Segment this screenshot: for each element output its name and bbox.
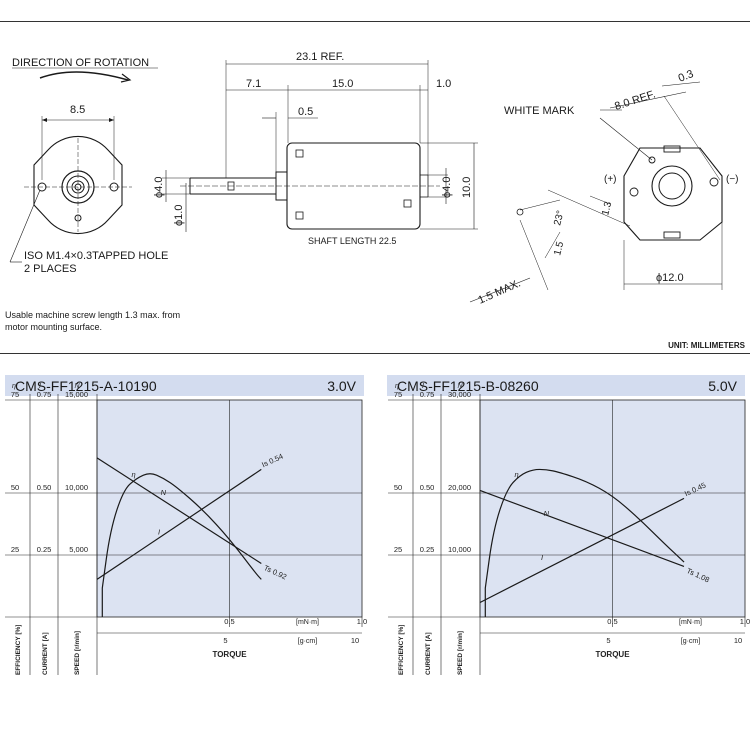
x-tick-g: 5 <box>606 636 610 645</box>
chart-header-left: CMS-FF1215-A-10190 3.0V <box>5 375 364 396</box>
axis-symbol-3: N <box>74 383 80 390</box>
rear-view <box>469 81 723 303</box>
dim-1-0: 1.0 <box>436 78 451 90</box>
dim-0-5: 0.5 <box>298 106 313 118</box>
hole-note-line1: ISO M1.4×0.3TAPPED HOLE <box>24 250 168 262</box>
x-tick-mn: 1.0 <box>357 617 367 626</box>
dim-15-0: 15.0 <box>332 78 353 90</box>
axis-symbol-2: I <box>422 383 424 390</box>
y-tick-label: 75 <box>11 390 19 399</box>
x-tick-g: 10 <box>351 636 359 645</box>
x-tick-mn: 1.0 <box>740 617 750 626</box>
white-mark-label: WHITE MARK <box>504 105 575 117</box>
y-tick-label: 5,000 <box>69 545 88 554</box>
y-tick-label: 50 <box>11 483 19 492</box>
series-label-current: I <box>541 553 543 562</box>
screw-note-line1: Usable machine screw length 1.3 max. fro… <box>5 310 181 320</box>
shaft-dia: ϕ4.0 <box>153 177 165 198</box>
x-unit-mn: [mN·m] <box>296 619 319 626</box>
shaft-length: SHAFT LENGTH 22.5 <box>308 236 396 246</box>
hole-note-line2: 2 PLACES <box>24 263 77 275</box>
series-label-current: I <box>158 528 160 537</box>
boss-dia: ϕ4.0 <box>441 177 453 198</box>
axis-symbol-1: η <box>395 383 399 390</box>
axis-label-3: SPEED [r/min] <box>457 631 464 675</box>
motor-dimension-drawing: DIRECTION OF ROTATION 8.5 ISO M1.4×0.3TA… <box>9 51 739 307</box>
chart-voltage-right: 5.0V <box>708 378 737 394</box>
series-label-efficiency: η <box>514 470 518 479</box>
series-label-speed: N <box>544 509 550 518</box>
x-unit-g: [g·cm] <box>298 638 318 645</box>
plus-terminal: (+) <box>604 174 617 185</box>
series-current-line <box>479 497 685 604</box>
series-label-speed: N <box>161 488 167 497</box>
series-current-line <box>96 468 262 580</box>
x-unit-mn: [mN·m] <box>679 619 702 626</box>
overall-length-dim: 23.1 REF. <box>296 51 344 63</box>
side-view <box>162 60 478 232</box>
x-tick-g: 10 <box>734 636 742 645</box>
axis-symbol-2: I <box>39 383 41 390</box>
rear-angle: 23° <box>552 209 566 226</box>
chart-header-right: CMS-FF1215-B-08260 5.0V <box>387 375 745 396</box>
y-tick-label: 25 <box>11 545 19 554</box>
body-height: 10.0 <box>461 177 473 198</box>
x-tick-g: 5 <box>223 636 227 645</box>
axis-label-1: EFFICIENCY [%] <box>398 625 405 675</box>
x-tick-mn: 0.5 <box>224 617 234 626</box>
series-label-efficiency: η <box>131 470 135 479</box>
axis-label-1: EFFICIENCY [%] <box>15 625 22 675</box>
y-tick-label: 0.25 <box>420 545 435 554</box>
y-tick-label: 10,000 <box>65 483 88 492</box>
y-tick-label: 0.50 <box>37 483 52 492</box>
y-tick-label: 10,000 <box>448 545 471 554</box>
axis-label-2: CURRENT [A] <box>425 632 432 675</box>
series-speed-line <box>479 489 685 567</box>
axis-label-3: SPEED [r/min] <box>74 631 81 675</box>
minus-terminal: (−) <box>726 174 739 185</box>
rear-dia: ϕ12.0 <box>656 272 684 284</box>
screw-note: Usable machine screw length 1.3 max. fro… <box>5 309 180 333</box>
axis-label-2: CURRENT [A] <box>42 632 49 675</box>
chart-voltage-left: 3.0V <box>327 378 356 394</box>
y-tick-label: 50 <box>394 483 402 492</box>
middle-rule <box>0 353 750 354</box>
y-tick-label: 0.50 <box>420 483 435 492</box>
y-tick-label: 30,000 <box>448 390 471 399</box>
y-tick-label: 0.25 <box>37 545 52 554</box>
x-tick-mn: 0.5 <box>607 617 617 626</box>
y-tick-label: 20,000 <box>448 483 471 492</box>
y-tick-label: 25 <box>394 545 402 554</box>
small-dia: ϕ1.0 <box>173 205 185 226</box>
x-axis-label: TORQUE <box>212 650 247 659</box>
front-view <box>9 116 132 263</box>
y-tick-label: 0.75 <box>37 390 52 399</box>
axis-symbol-3: N <box>457 383 463 390</box>
series-efficiency-curve <box>484 468 685 617</box>
y-tick-label: 75 <box>394 390 402 399</box>
screw-note-line2: motor mounting surface. <box>5 322 103 332</box>
chart-model-right: CMS-FF1215-B-08260 <box>397 378 539 394</box>
unit-label: UNIT: MILLIMETERS <box>668 341 745 350</box>
chart-model-left: CMS-FF1215-A-10190 <box>15 378 157 394</box>
rotation-arrow-icon <box>39 71 129 81</box>
x-axis-label: TORQUE <box>595 650 630 659</box>
top-rule <box>0 21 750 22</box>
axis-symbol-1: η <box>12 383 16 390</box>
y-tick-label: 0.75 <box>420 390 435 399</box>
x-unit-g: [g·cm] <box>681 638 701 645</box>
rear-dim-1-3: 1.3 <box>600 200 614 217</box>
rear-dim-1-5: 1.5 <box>552 240 566 257</box>
y-tick-label: 15,000 <box>65 390 88 399</box>
dim-7-1: 7.1 <box>246 78 261 90</box>
front-width-dim: 8.5 <box>70 104 85 116</box>
rear-dim-0-3: 0.3 <box>677 68 696 85</box>
direction-label: DIRECTION OF ROTATION <box>12 57 149 69</box>
series-efficiency-curve <box>101 473 262 617</box>
